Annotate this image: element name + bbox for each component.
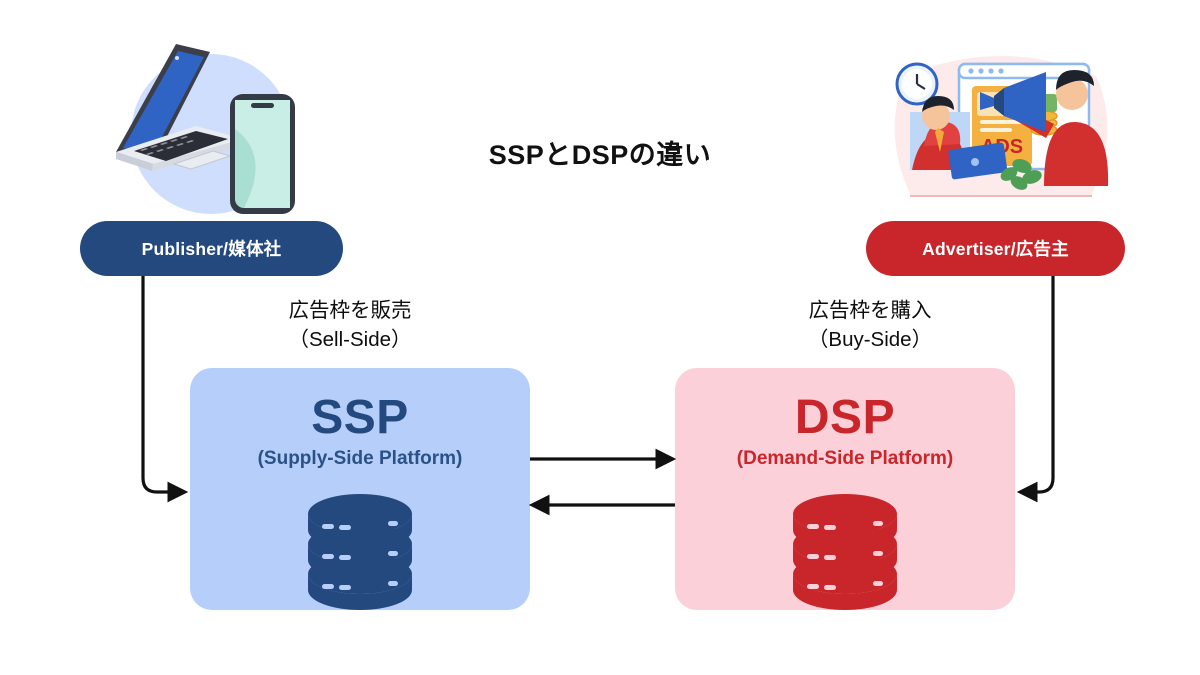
dsp-database-icon bbox=[775, 488, 915, 618]
buy-side-caption: 広告枠を購入 （Buy-Side） bbox=[720, 296, 1020, 354]
ssp-box[interactable]: SSP (Supply-Side Platform) bbox=[190, 368, 530, 610]
advertiser-badge-label: Advertiser/広告主 bbox=[922, 239, 1069, 259]
connector-advertiser-to-dsp bbox=[1016, 276, 1055, 503]
dsp-box[interactable]: DSP (Demand-Side Platform) bbox=[675, 368, 1015, 610]
sell-side-caption-line2: （Sell-Side） bbox=[288, 328, 412, 352]
ssp-abbr: SSP bbox=[311, 391, 409, 444]
dsp-abbr: DSP bbox=[794, 391, 896, 444]
buy-side-caption-line2: （Buy-Side） bbox=[807, 328, 933, 352]
connector-publisher-to-ssp bbox=[141, 276, 189, 503]
publisher-badge-label: Publisher/媒体社 bbox=[141, 239, 282, 259]
advertising-team-megaphone-illustration: ADS bbox=[876, 46, 1126, 228]
publisher-badge[interactable]: Publisher/媒体社 bbox=[80, 221, 343, 276]
ssp-database-icon bbox=[290, 488, 430, 618]
ssp-full-name: (Supply-Side Platform) bbox=[257, 448, 463, 469]
buy-side-caption-line1: 広告枠を購入 bbox=[808, 299, 932, 322]
laptop-and-smartphone-illustration bbox=[78, 34, 338, 234]
advertiser-badge[interactable]: Advertiser/広告主 bbox=[866, 221, 1125, 276]
page-title: SSPとDSPの違い bbox=[488, 140, 712, 170]
dsp-full-name: (Demand-Side Platform) bbox=[736, 448, 954, 469]
sell-side-caption-line1: 広告枠を販売 bbox=[288, 299, 412, 322]
sell-side-caption: 広告枠を販売 （Sell-Side） bbox=[200, 296, 500, 354]
